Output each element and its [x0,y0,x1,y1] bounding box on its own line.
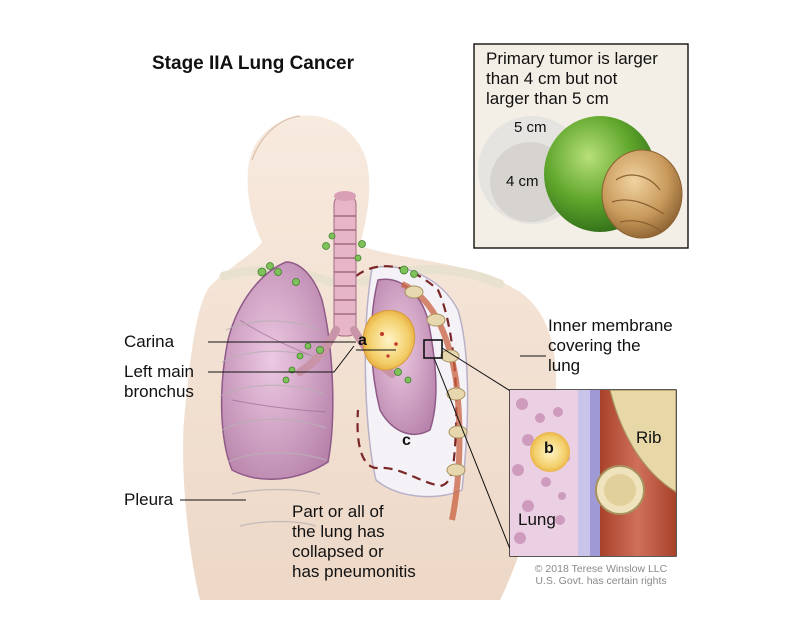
label-inner-membrane-line-2: covering the [548,336,641,355]
copyright-notice: © 2018 Terese Winslow LLC U.S. Govt. has… [516,563,686,587]
label-collapsed-line-3: collapsed or [292,542,384,561]
size-comparison-inset [473,43,689,249]
label-left-main-bronchus: Left main bronchus [124,362,194,402]
label-inner-membrane-line-1: Inner membrane [548,316,673,335]
pointer-lines [180,341,546,501]
rib-cage [219,320,327,527]
magnifier-box [423,339,443,359]
label-lung: Lung [518,510,556,529]
lymph-nodes [257,232,418,384]
label-left-main-bronchus-line-2: bronchus [124,382,194,401]
inset-caption-line-1: Primary tumor is larger [486,49,658,68]
inset-caption: Primary tumor is larger than 4 cm but no… [486,49,658,109]
walnut [601,149,683,239]
marker-c: c [402,432,411,449]
diagram-title: Stage IIA Lung Cancer [152,53,354,74]
trachea [296,191,396,378]
magnifier-line-bottom [433,357,513,555]
label-4cm: 4 cm [506,173,539,190]
label-carina: Carina [124,332,175,351]
marker-b: b [544,440,554,457]
inset-caption-line-2: than 4 cm but not [486,69,618,88]
chest-wall-ribs [400,281,468,521]
label-collapsed-lung: Part or all of the lung has collapsed or… [292,502,416,582]
label-inner-membrane: Inner membrane covering the lung [548,316,673,376]
copyright-line-2: U.S. Govt. has certain rights [535,575,667,587]
tumor-a [362,309,416,371]
collapsed-area-outline [355,265,458,488]
label-inner-membrane-line-3: lung [548,356,581,375]
label-left-main-bronchus-line-1: Left main [124,362,194,381]
magnifier-line-top [441,347,513,393]
label-rib: Rib [636,428,662,447]
inset-caption-line-3: larger than 5 cm [486,89,609,108]
zoom-inset [509,389,677,557]
label-pleura: Pleura [124,490,174,509]
label-collapsed-line-1: Part or all of [292,502,384,521]
label-collapsed-line-2: the lung has [292,522,385,541]
marker-a: a [358,332,367,349]
copyright-line-1: © 2018 Terese Winslow LLC [534,563,668,575]
label-collapsed-line-4: has pneumonitis [292,562,416,581]
label-5cm: 5 cm [514,119,547,136]
